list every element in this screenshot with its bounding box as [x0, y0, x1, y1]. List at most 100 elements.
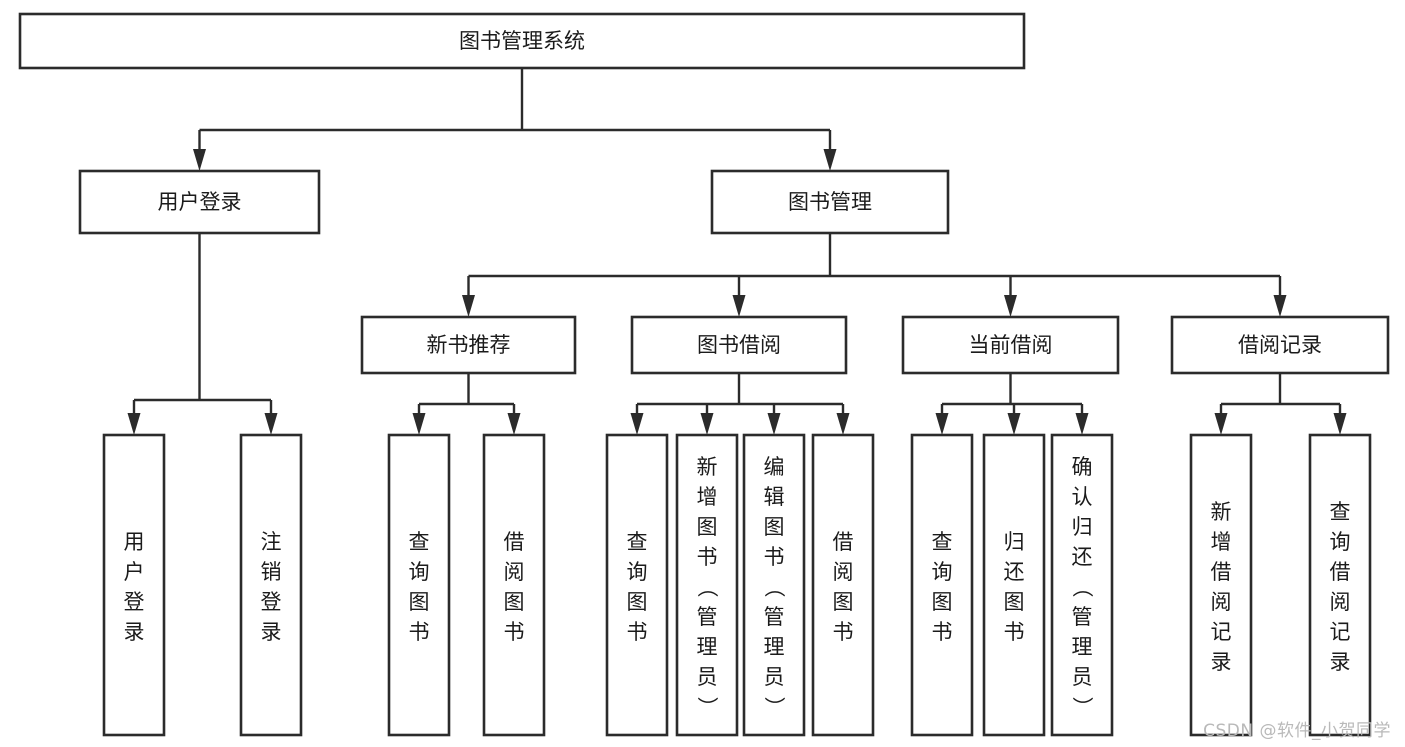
node-label: 借阅记录	[1238, 333, 1322, 357]
node-box[interactable]	[982, 433, 1046, 737]
node-box[interactable]	[675, 433, 739, 737]
node-root[interactable]: 图书管理系统	[18, 12, 1026, 70]
node-box[interactable]	[1189, 433, 1253, 737]
node-label-char: 阅	[1330, 590, 1351, 614]
node-l2_0[interactable]: 新书推荐	[360, 315, 577, 375]
node-box[interactable]	[360, 315, 577, 375]
node-label: 图书管理	[788, 190, 872, 214]
node-label-char: 查	[409, 530, 430, 554]
node-label-char: 确	[1072, 455, 1093, 479]
node-label-char: 理	[697, 635, 718, 659]
node-label-char: 询	[409, 560, 430, 584]
node-label-char: 录	[124, 620, 145, 644]
connector-group	[1214, 373, 1347, 435]
node-label-char: 查	[932, 530, 953, 554]
node-label-char: 员	[1072, 665, 1093, 689]
node-label-char: 图	[409, 590, 430, 614]
node-label-char: 登	[261, 590, 282, 614]
node-label-char: 管	[1072, 605, 1093, 629]
node-leaf_0[interactable]: 用户登录	[102, 433, 166, 737]
node-label-char: 还	[1004, 560, 1025, 584]
arrow-head-icon	[507, 413, 521, 435]
node-label-char: 户	[124, 560, 145, 584]
node-box[interactable]	[78, 169, 321, 235]
node-label-char: 认	[1072, 485, 1093, 509]
node-label-char: 理	[764, 635, 785, 659]
node-box[interactable]	[910, 433, 974, 737]
node-label-char: 图	[932, 590, 953, 614]
node-box[interactable]	[742, 433, 806, 737]
node-label-char: 询	[627, 560, 648, 584]
node-box[interactable]	[630, 315, 848, 375]
node-label-char: ）	[1070, 697, 1094, 718]
node-label-char: 书	[627, 620, 648, 644]
node-label-char: 借	[833, 530, 854, 554]
node-label-char: 录	[1330, 650, 1351, 674]
node-label: 当前借阅	[969, 333, 1053, 357]
node-label-char: 图	[504, 590, 525, 614]
arrow-head-icon	[1273, 295, 1287, 317]
node-label-char: 询	[1330, 530, 1351, 554]
arrow-head-icon	[127, 413, 141, 435]
node-label-char: 增	[1211, 530, 1232, 554]
node-label-char: 管	[764, 605, 785, 629]
node-label-char: 借	[1330, 560, 1351, 584]
node-label-char: 图	[697, 515, 718, 539]
node-label-char: 录	[261, 620, 282, 644]
arrow-head-icon	[767, 413, 781, 435]
node-label-char: 还	[1072, 545, 1093, 569]
node-label-char: 书	[409, 620, 430, 644]
node-box[interactable]	[811, 433, 875, 737]
node-box[interactable]	[605, 433, 669, 737]
node-label-char: 书	[504, 620, 525, 644]
node-box[interactable]	[1050, 433, 1114, 737]
node-label-char: 阅	[1211, 590, 1232, 614]
node-box[interactable]	[18, 12, 1026, 70]
node-box[interactable]	[239, 433, 303, 737]
node-l2_2[interactable]: 当前借阅	[901, 315, 1120, 375]
node-label-char: 新	[1211, 500, 1232, 524]
node-label-char: 书	[932, 620, 953, 644]
node-l1_1[interactable]: 图书管理	[710, 169, 950, 235]
node-label-char: 书	[833, 620, 854, 644]
node-box[interactable]	[387, 433, 451, 737]
node-l1_0[interactable]: 用户登录	[78, 169, 321, 235]
node-label-char: 归	[1004, 530, 1025, 554]
node-label-char: 增	[697, 485, 718, 509]
arrow-head-icon	[630, 413, 644, 435]
node-box[interactable]	[482, 433, 546, 737]
node-label-char: 管	[697, 605, 718, 629]
csdn-watermark: CSDN @软件_小贺同学	[1203, 721, 1391, 741]
node-label-char: （	[762, 577, 786, 598]
arrow-head-icon	[935, 413, 949, 435]
node-label-char: 记	[1211, 620, 1232, 644]
node-label-char: 书	[764, 545, 785, 569]
node-box[interactable]	[102, 433, 166, 737]
node-label-char: 记	[1330, 620, 1351, 644]
connector-group	[462, 233, 1287, 317]
node-box[interactable]	[1308, 433, 1372, 737]
node-l2_1[interactable]: 图书借阅	[630, 315, 848, 375]
node-l2_3[interactable]: 借阅记录	[1170, 315, 1390, 375]
arrow-head-icon	[193, 149, 206, 171]
node-label-char: 理	[1072, 635, 1093, 659]
node-box[interactable]	[901, 315, 1120, 375]
node-label-char: ）	[762, 697, 786, 718]
node-label-char: 销	[261, 560, 282, 584]
node-box[interactable]	[710, 169, 950, 235]
node-box[interactable]	[1170, 315, 1390, 375]
